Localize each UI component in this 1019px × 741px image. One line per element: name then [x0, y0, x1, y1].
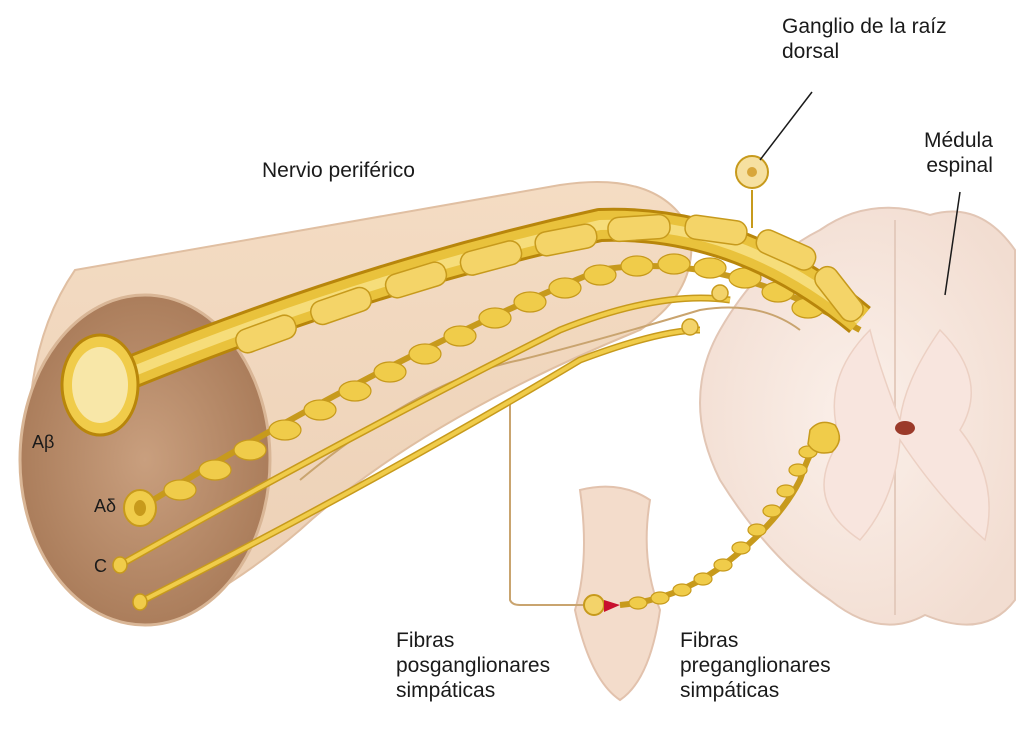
label-c: C: [94, 556, 107, 578]
ganglion-neuron: [584, 595, 604, 615]
label-spinal-cord: Médula espinal: [924, 128, 993, 178]
central-canal: [895, 421, 915, 435]
preganglionic-neuron: [808, 422, 839, 453]
leader-ganglion: [760, 92, 812, 160]
label-peripheral-nerve: Nervio periférico: [262, 158, 415, 183]
postganglionic-fiber-line: [510, 400, 590, 605]
label-postganglionic-fibers: Fibras posganglionares simpáticas: [396, 628, 550, 704]
label-dorsal-root-ganglion: Ganglio de la raíz dorsal: [782, 14, 947, 64]
label-preganglionic-fibers: Fibras preganglionares simpáticas: [680, 628, 831, 704]
label-a-beta: Aβ: [32, 432, 54, 454]
sympathetic-ganglion: [575, 487, 660, 700]
dorsal-root-ganglion-neuron: [736, 156, 768, 228]
label-a-delta: Aδ: [94, 496, 116, 518]
